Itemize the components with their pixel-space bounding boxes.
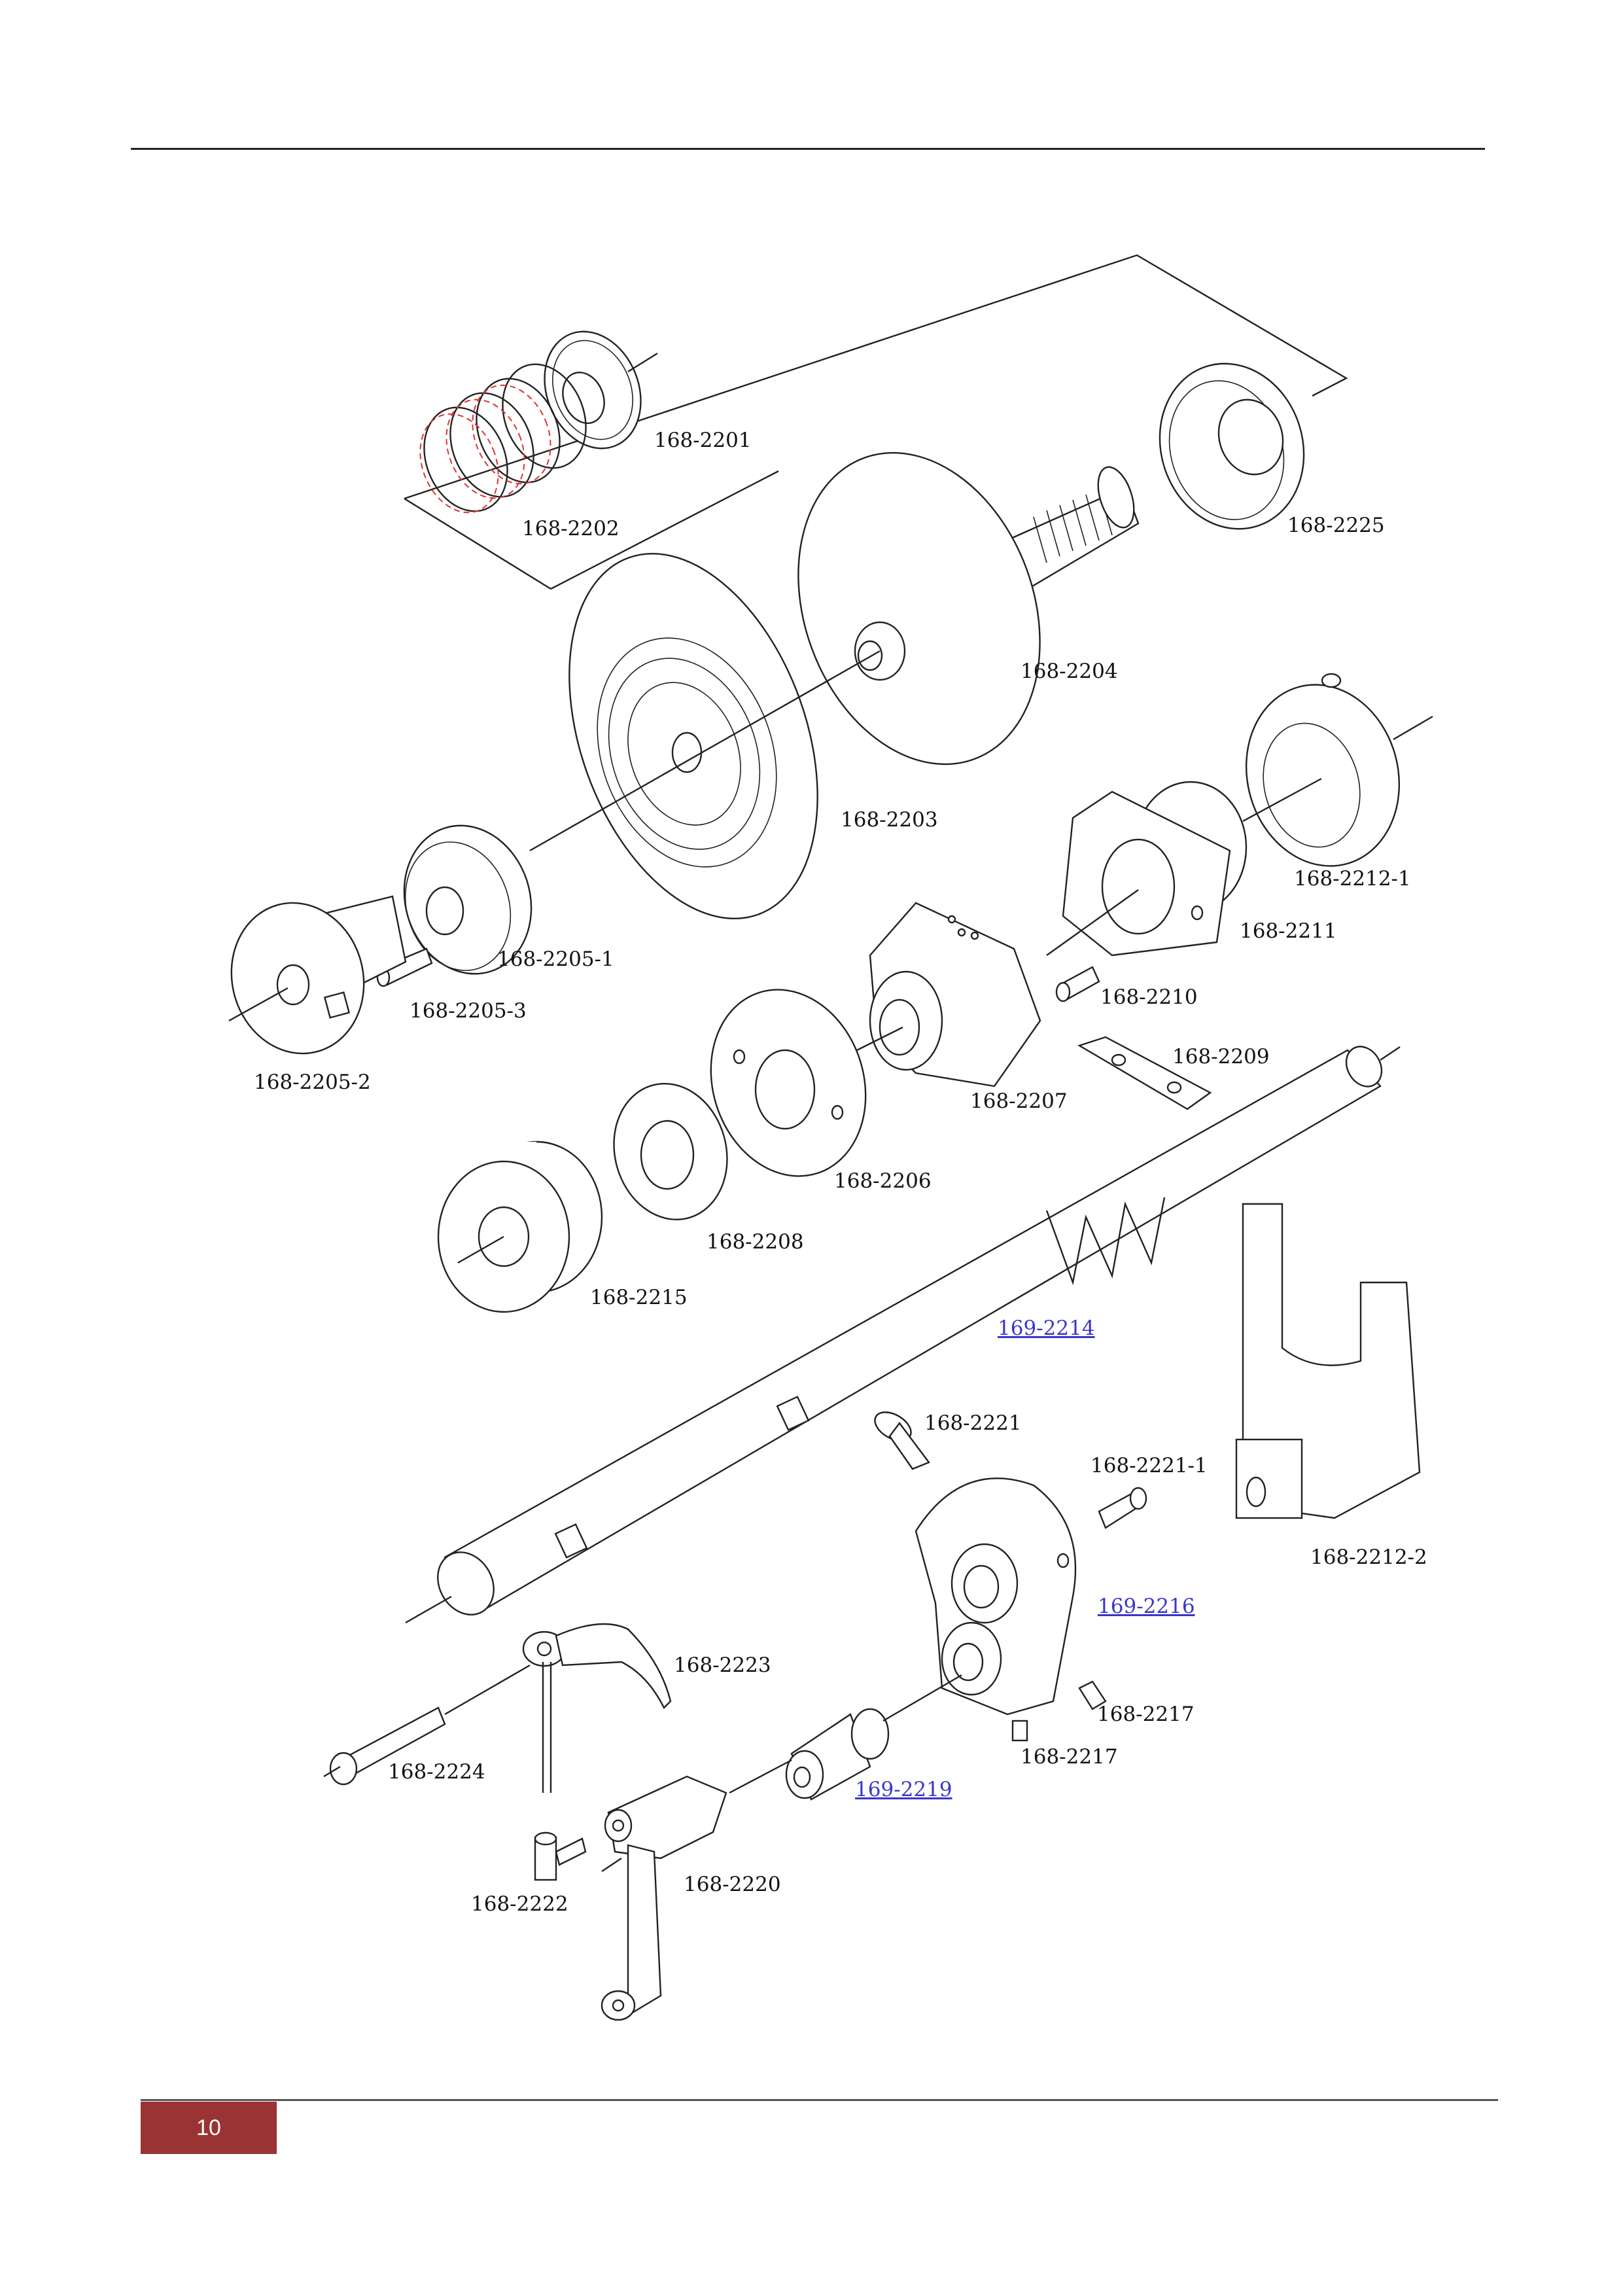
part-label-168-2201: 168-2201 [654,429,752,452]
part-label-168-2203: 168-2203 [841,808,938,832]
collar-2222 [534,1831,587,1881]
part-link-169-2219[interactable]: 169-2219 [855,1778,952,1801]
holder-2207 [837,889,1139,1087]
part-label-168-2207: 168-2207 [970,1089,1068,1113]
part-label-168-2221: 168-2221 [924,1411,1022,1435]
set-screw-2217a [1078,1680,1107,1710]
part-link-169-2216[interactable]: 169-2216 [1098,1595,1195,1618]
roller-2215 [437,1140,603,1313]
part-label-168-2206: 168-2206 [834,1169,932,1193]
part-label-168-2205-3: 168-2205-3 [410,999,527,1023]
disc-2206 [710,989,867,1177]
part-label-168-2223: 168-2223 [674,1653,771,1677]
stud-2219 [785,1674,962,1801]
part-link-169-2214[interactable]: 169-2214 [998,1316,1095,1340]
block-2211 [1062,781,1248,957]
plate-2209 [1077,1036,1212,1110]
ring-2212-1 [1242,673,1433,867]
screw-2221-1 [1098,1487,1147,1529]
fork-2212-2 [1235,1203,1421,1519]
pin-2224 [323,1664,531,1786]
part-label-168-2209: 168-2209 [1172,1045,1270,1069]
screw-2221 [874,1411,930,1470]
ring-2225 [1159,362,1305,530]
part-label-168-2205-2: 168-2205-2 [254,1070,371,1094]
part-label-168-2205-1: 168-2205-1 [497,947,614,971]
part-label-168-2212-1: 168-2212-1 [1294,867,1411,891]
main-shaft-2214 [405,1046,1401,1624]
part-label-168-2221-1: 168-2221-1 [1091,1454,1208,1477]
pulley-2203 [529,553,881,919]
washer-2208 [613,1083,728,1220]
spring [419,363,587,514]
part-label-168-2222: 168-2222 [471,1892,568,1916]
part-label-168-2208: 168-2208 [707,1230,804,1254]
page-number-badge: 10 [141,2102,277,2154]
bracket-2216 [915,1477,1077,1716]
gear-hub-2205-1 [403,824,532,975]
part-label-168-2215: 168-2215 [590,1286,688,1309]
part-label-168-2225: 168-2225 [1287,514,1385,537]
header-rule [131,148,1485,150]
part-label-168-2220: 168-2220 [684,1873,781,1896]
disc-shaft-2204 [797,451,1140,766]
part-label-168-2217-a: 168-2217 [1097,1703,1195,1726]
pin-2210 [1055,966,1100,1002]
knurled-nut [544,330,658,450]
part-label-168-2202: 168-2202 [522,517,620,540]
part-label-168-2211: 168-2211 [1240,919,1337,943]
part-label-168-2210: 168-2210 [1100,985,1198,1009]
cam-2205-2 [228,895,407,1055]
footer-rule [141,2099,1498,2101]
arm-2220 [601,1759,792,2021]
part-label-168-2212-2: 168-2212-2 [1310,1545,1427,1569]
part-label-168-2204: 168-2204 [1021,660,1118,683]
set-screw-2217b [1011,1720,1028,1742]
part-label-168-2224: 168-2224 [388,1760,485,1784]
part-label-168-2217-b: 168-2217 [1021,1745,1118,1769]
lever-2223 [522,1623,672,1793]
